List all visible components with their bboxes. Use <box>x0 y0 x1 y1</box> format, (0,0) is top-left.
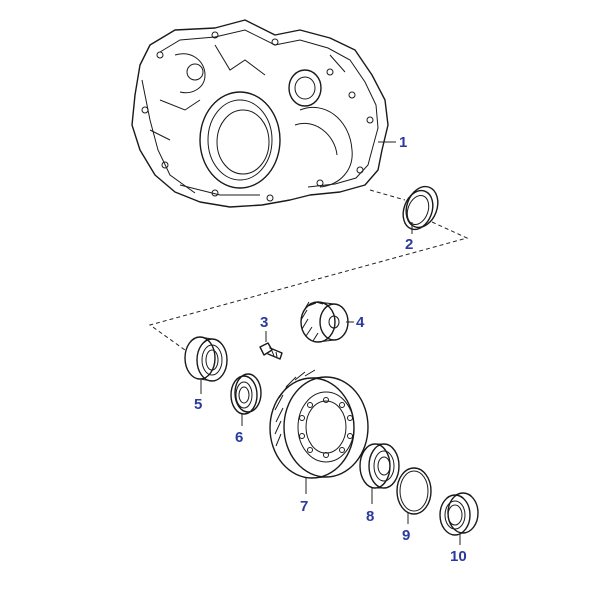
part-number-7: 7 <box>300 498 308 515</box>
assembly-dashed-line <box>148 189 469 351</box>
part-number-5: 5 <box>194 396 202 413</box>
bearing-race-left-drawing <box>230 373 262 415</box>
ring-gear-drawing <box>269 369 369 479</box>
part-number-6: 6 <box>235 429 243 446</box>
oil-seal-drawing <box>402 185 439 231</box>
part-number-2: 2 <box>405 236 413 253</box>
part-number-8: 8 <box>366 508 374 525</box>
part-number-4: 4 <box>356 314 365 331</box>
shim-ring-drawing <box>396 467 432 515</box>
part-number-9: 9 <box>402 527 410 544</box>
part-number-1: 1 <box>399 134 407 151</box>
drive-gear-drawing <box>300 301 349 343</box>
transaxle-housing-drawing <box>131 19 389 208</box>
bolt-drawing <box>259 342 283 360</box>
side-bearing-left-drawing <box>184 336 228 382</box>
oil-seal-right-drawing <box>439 492 479 536</box>
part-number-3: 3 <box>260 314 268 331</box>
side-bearing-right-drawing <box>359 443 400 489</box>
ring-gear-bolt-holes <box>299 397 353 458</box>
part-number-10: 10 <box>450 548 467 565</box>
